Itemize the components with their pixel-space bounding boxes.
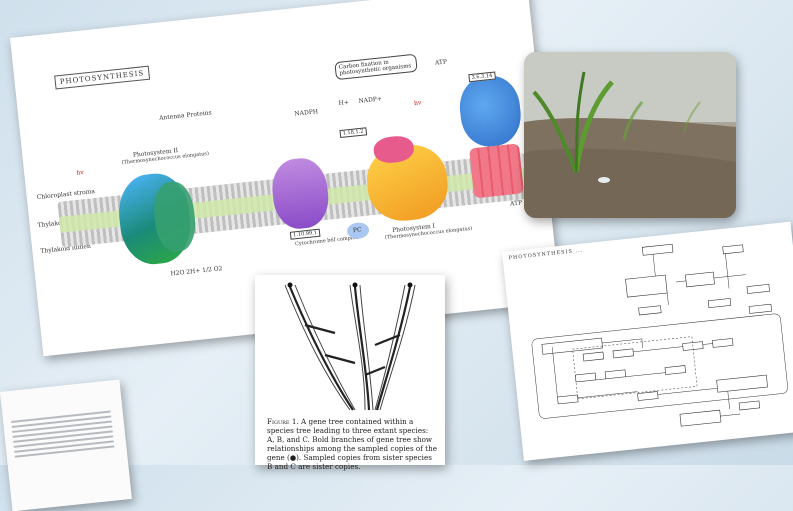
ec-1-18-1-2: 1.18.1.2 [339,127,366,138]
text-lines [11,411,115,461]
atp-synthase-stalk [469,143,524,198]
pathway-map-card: PHOTOSYNTHESIS ... [502,222,793,461]
atp-label: ATP [435,58,448,66]
hv-label-1: hv [76,169,84,177]
caption-text: A gene tree contained within a species t… [267,417,437,471]
caption-label: Figure 1. [267,417,299,426]
gene-tree-figure-card: Figure 1. A gene tree contained within a… [255,275,445,465]
pc-label: PC [353,226,362,234]
seedling-illustration [524,52,736,218]
seedling-photo [524,52,736,218]
collage-canvas: { "photosynthesis": { "title": "PHOTOSYN… [0,0,793,465]
diagram-title: PHOTOSYNTHESIS [54,66,150,90]
pathway-network [502,222,793,461]
water-label: H2O 2H+ 1/2 O2 [170,265,223,277]
carbon-fixation-box[interactable]: Carbon fixation in photosynthetic organi… [334,54,417,80]
antenna-label: Antenna Proteins [159,109,212,121]
hv-label-2: hv [414,99,422,107]
atp-synthase-head [457,73,524,149]
nadp-label: NADP+ [358,95,382,104]
hplus-label: H+ [338,99,349,107]
gene-tree-illustration [255,275,445,415]
text-page-fragment [0,379,132,511]
figure-caption: Figure 1. A gene tree contained within a… [267,417,437,471]
nadph-label: NADPH [294,108,318,117]
